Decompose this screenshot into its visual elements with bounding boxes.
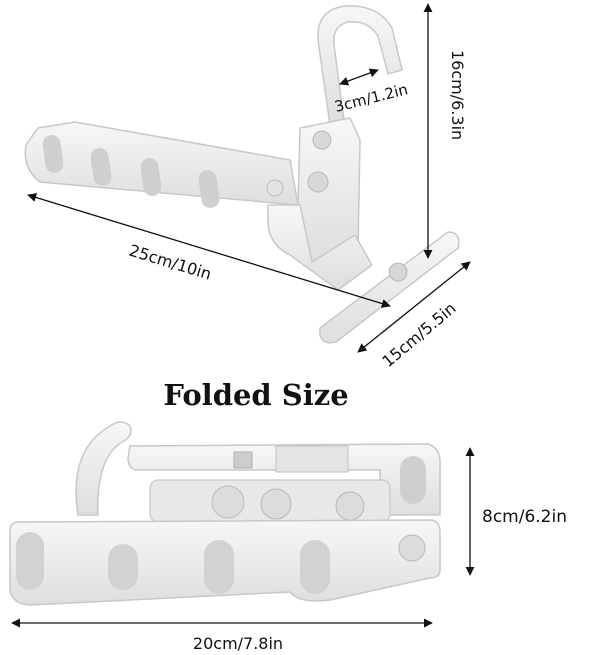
hanger-arm <box>24 121 299 206</box>
folded-hanger-illustration <box>9 421 441 606</box>
width-label: 15cm/5.5in <box>378 299 459 372</box>
folded-slot <box>108 544 138 590</box>
folded-pivot <box>398 534 426 562</box>
folded-hook <box>75 421 132 516</box>
hinge-screw <box>266 179 284 197</box>
folded-gear <box>335 491 365 521</box>
folded-dimensions: 8cm/6.2in 20cm/7.8in <box>11 447 567 653</box>
hinge-screw <box>312 130 332 150</box>
section-title: Folded Size <box>163 378 348 412</box>
foot-pivot <box>388 262 408 282</box>
folded-upper-slot <box>400 456 426 504</box>
hook-opening-label: 3cm/1.2in <box>333 80 410 116</box>
folded-gear <box>260 488 292 520</box>
arm-slot <box>90 148 112 186</box>
folded-latch <box>233 451 253 469</box>
length-label: 25cm/10in <box>127 241 214 284</box>
length-arrow <box>27 193 391 308</box>
folded-gear <box>211 485 245 519</box>
hanger-hook <box>317 5 403 127</box>
folded-height-label: 8cm/6.2in <box>482 507 567 527</box>
folded-slider <box>275 445 349 473</box>
hook-opening-arrow <box>339 68 379 86</box>
hinge-screw <box>307 171 329 193</box>
unfolded-hanger-illustration <box>24 5 460 344</box>
folded-slot <box>300 540 330 594</box>
folded-slot <box>16 532 44 590</box>
folded-length-label: 20cm/7.8in <box>193 634 283 653</box>
arm-slot <box>140 158 162 196</box>
height-label: 16cm/6.3in <box>448 50 467 140</box>
arm-slot <box>42 135 64 173</box>
folded-slot <box>204 540 234 594</box>
width-arrow <box>357 261 471 353</box>
